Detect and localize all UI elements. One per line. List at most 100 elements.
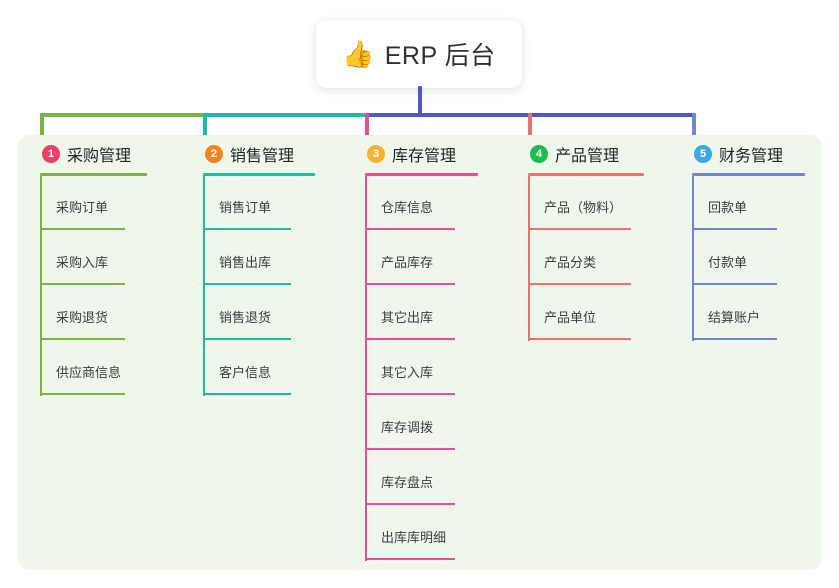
item-spine (203, 286, 205, 341)
item-label: 回款单 (708, 200, 748, 215)
item-spine (528, 286, 530, 341)
item-underline (40, 228, 125, 230)
item-underline (203, 393, 291, 395)
item-label: 出库库明细 (381, 530, 447, 545)
item-spine (365, 506, 367, 561)
item-spine (203, 231, 205, 286)
column-header-3[interactable]: 3 库存管理 (363, 135, 456, 173)
column-rule (40, 173, 147, 176)
column-title: 销售管理 (230, 148, 295, 165)
connector-drop-1 (40, 113, 44, 145)
connector-drop-3 (365, 113, 369, 145)
item-underline (528, 283, 631, 285)
item-label: 客户信息 (219, 365, 272, 380)
column-4: 4 产品管理产品（物料） 产品分类产品单位 (526, 135, 644, 341)
item-label: 销售出库 (219, 255, 272, 270)
item-spine (203, 176, 205, 231)
column-rule (365, 173, 478, 176)
column-number-badge: 4 (530, 145, 548, 163)
column-3: 3 库存管理仓库信息产品库存其它出库其它入库库存调拨库存盘点出库库明细 (363, 135, 478, 561)
item-underline (528, 338, 631, 340)
column-rule (692, 173, 805, 176)
connector-hbar-2 (204, 113, 366, 117)
item-spine (528, 231, 530, 286)
column-title: 财务管理 (719, 148, 784, 165)
item-spine (365, 341, 367, 396)
item-label: 其它出库 (381, 310, 434, 325)
item-label: 付款单 (708, 255, 748, 270)
item-underline (365, 228, 455, 230)
item-underline (365, 558, 455, 560)
column-2: 2 销售管理销售订单销售出库销售退货客户信息 (201, 135, 315, 396)
column-rule (528, 173, 644, 176)
item-spine (40, 176, 42, 231)
item-underline (40, 338, 125, 340)
column-number-badge: 2 (205, 145, 223, 163)
item-spine (365, 176, 367, 231)
column-header-5[interactable]: 5 财务管理 (690, 135, 783, 173)
item-underline (692, 283, 777, 285)
item-label: 产品分类 (544, 255, 597, 270)
item-underline (40, 283, 125, 285)
column-rule (203, 173, 315, 176)
connector-hbar-1 (41, 113, 204, 117)
item-label: 库存盘点 (381, 475, 434, 490)
item-underline (203, 228, 291, 230)
item-label: 仓库信息 (381, 200, 434, 215)
item-label: 产品库存 (381, 255, 434, 270)
connector-drop-2 (203, 113, 207, 145)
column-header-2[interactable]: 2 销售管理 (201, 135, 294, 173)
column-header-4[interactable]: 4 产品管理 (526, 135, 619, 173)
column-1: 1 采购管理采购订单采购入库采购退货供应商信息 (38, 135, 147, 396)
item-label: 产品单位 (544, 310, 597, 325)
item-spine (40, 286, 42, 341)
item-spine (203, 341, 205, 396)
item-underline (528, 228, 631, 230)
item-underline (692, 228, 777, 230)
item-spine (692, 231, 694, 286)
item-spine (528, 176, 530, 231)
column-title: 库存管理 (392, 148, 457, 165)
root-node[interactable]: 👍 ERP 后台 (316, 20, 522, 88)
item-spine (365, 231, 367, 286)
thumbs-up-icon: 👍 (342, 39, 375, 69)
item-label: 采购入库 (56, 255, 109, 270)
item-label: 库存调拨 (381, 420, 434, 435)
column-title: 产品管理 (555, 148, 620, 165)
item-label: 采购订单 (56, 200, 109, 215)
item-label: 结算账户 (708, 310, 761, 325)
item-underline (365, 283, 455, 285)
column-number-badge: 5 (694, 145, 712, 163)
item-underline (365, 503, 455, 505)
root-connector-line (418, 86, 422, 115)
diagram-panel: 1 采购管理采购订单采购入库采购退货供应商信息 2 销售管理销售订单销售出库销售退货客… (18, 135, 822, 570)
item-spine (365, 451, 367, 506)
item-label: 销售订单 (219, 200, 272, 215)
item-underline (365, 393, 455, 395)
column-header-1[interactable]: 1 采购管理 (38, 135, 131, 173)
item-label: 产品（物料） (544, 200, 623, 215)
item-spine (40, 231, 42, 286)
item-spine (40, 341, 42, 396)
connector-drop-4 (528, 113, 532, 145)
item-underline (692, 338, 777, 340)
item-spine (365, 286, 367, 341)
item-underline (365, 338, 455, 340)
item-label: 销售退货 (219, 310, 272, 325)
item-underline (203, 338, 291, 340)
item-label: 采购退货 (56, 310, 109, 325)
item-label: 其它入库 (381, 365, 434, 380)
column-number-badge: 1 (42, 145, 60, 163)
item-spine (692, 176, 694, 231)
root-title: ERP 后台 (384, 42, 496, 70)
item-underline (203, 283, 291, 285)
item-spine (365, 396, 367, 451)
item-spine (692, 286, 694, 341)
item-underline (365, 448, 455, 450)
connector-drop-5 (692, 113, 696, 145)
column-number-badge: 3 (367, 145, 385, 163)
column-5: 5 财务管理回款单付款单结算账户 (690, 135, 805, 341)
column-title: 采购管理 (67, 148, 132, 165)
item-underline (40, 393, 125, 395)
item-label: 供应商信息 (56, 365, 122, 380)
